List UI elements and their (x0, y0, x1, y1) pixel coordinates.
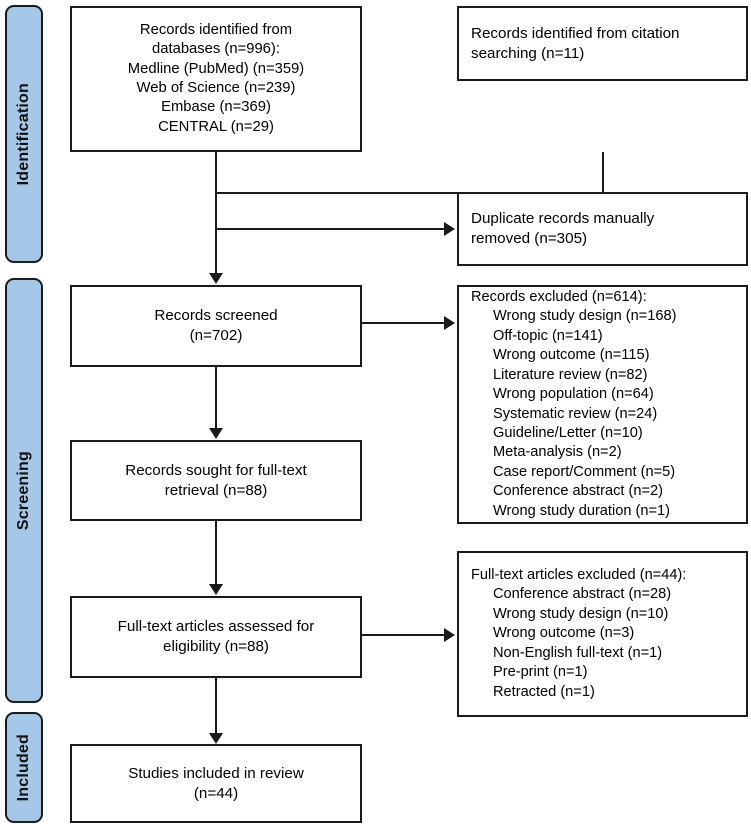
box-line: removed (n=305) (471, 230, 588, 247)
box-line: Case report/Comment (n=5) (493, 463, 676, 480)
box-records-identified-databases: Records identified from databases (n=996… (70, 6, 362, 152)
box-line: (n=702) (189, 327, 243, 344)
box-line: Conference abstract (n=28) (493, 586, 672, 603)
box-line: Pre-print (n=1) (493, 664, 588, 681)
arrowhead-to-duplicates (444, 222, 455, 236)
box-line: Wrong study design (n=10) (493, 605, 669, 622)
box-line: Full-text articles assessed for (117, 618, 315, 636)
box-line: Non-English full-text (n=1) (493, 644, 663, 661)
box-line: Records sought for full-text (125, 461, 307, 479)
box-line: (n=44) (193, 784, 239, 802)
box-line: searching (n=11) (471, 44, 585, 62)
phase-label-included: Included (15, 733, 32, 802)
connector-assessed-to-included (215, 678, 218, 734)
box-line: Wrong study design (n=168) (493, 308, 677, 325)
box-line: Wrong outcome (n=3) (493, 625, 635, 642)
phase-label-screening: Screening (15, 450, 32, 531)
box-line: databases (n=996): (152, 41, 280, 58)
phase-label-identification: Identification (15, 82, 32, 186)
box-line: Literature review (n=82) (493, 366, 648, 383)
box-line: Records screened (154, 307, 278, 325)
box-line: Systematic review (n=24) (493, 405, 658, 422)
box-header: Records excluded (n=614): (471, 289, 647, 306)
box-studies-included-in-review: Studies included in review (n=44) (70, 744, 362, 823)
box-line: eligibility (n=88) (163, 638, 269, 655)
box-records-sought-fulltext: Records sought for full-text retrieval (… (70, 440, 362, 521)
arrowhead-to-fulltext-excluded (444, 628, 455, 642)
phase-bar-screening: Screening (5, 278, 43, 703)
arrowhead-to-records-sought (209, 428, 223, 439)
box-line: retrieval (n=88) (164, 481, 268, 499)
box-line: Embase (n=369) (161, 99, 271, 116)
box-records-screened: Records screened (n=702) (70, 285, 362, 367)
box-line: CENTRAL (n=29) (158, 118, 274, 135)
phase-bar-included: Included (5, 712, 43, 823)
box-line: Wrong study duration (n=1) (493, 502, 670, 519)
connector-citation-down (602, 152, 605, 194)
box-line: Conference abstract (n=2) (493, 483, 663, 500)
arrowhead-to-records-excluded (444, 316, 455, 330)
box-line: Records identified from (139, 21, 293, 38)
box-line: Records identified from citation (471, 24, 680, 42)
connector-assessed-to-excluded (362, 634, 444, 637)
arrowhead-to-records-screened (209, 273, 223, 284)
connector-screened-to-excluded (362, 322, 444, 325)
box-duplicate-records-removed: Duplicate records manually removed (n=30… (457, 192, 748, 266)
arrowhead-to-studies-included (209, 733, 223, 744)
box-records-identified-citation: Records identified from citation searchi… (457, 6, 748, 81)
arrowhead-to-fulltext-assessed (209, 584, 223, 595)
connector-identification-trunk (215, 152, 218, 278)
connector-merge-horizontal (216, 192, 604, 195)
connector-to-duplicates (216, 228, 444, 231)
box-line: Wrong outcome (n=115) (493, 347, 650, 364)
box-fulltext-articles-assessed: Full-text articles assessed for eligibil… (70, 596, 362, 678)
connector-sought-to-assessed (215, 521, 218, 585)
box-header: Full-text articles excluded (n=44): (471, 567, 687, 584)
phase-bar-identification: Identification (5, 5, 43, 263)
box-line: Web of Science (n=239) (136, 80, 296, 96)
box-line: Retracted (n=1) (493, 683, 595, 700)
box-line: Off-topic (n=141) (493, 327, 603, 344)
box-line: Studies included in review (128, 764, 304, 782)
box-line: Meta-analysis (n=2) (493, 444, 622, 461)
box-records-excluded: Records excluded (n=614): Wrong study de… (457, 285, 748, 524)
box-fulltext-articles-excluded: Full-text articles excluded (n=44): Conf… (457, 551, 748, 717)
connector-screened-to-sought (215, 367, 218, 429)
box-line: Wrong population (n=64) (493, 386, 654, 403)
box-line: Guideline/Letter (n=10) (493, 424, 643, 441)
box-line: Medline (PubMed) (n=359) (127, 60, 305, 77)
box-line: Duplicate records manually (471, 210, 655, 228)
